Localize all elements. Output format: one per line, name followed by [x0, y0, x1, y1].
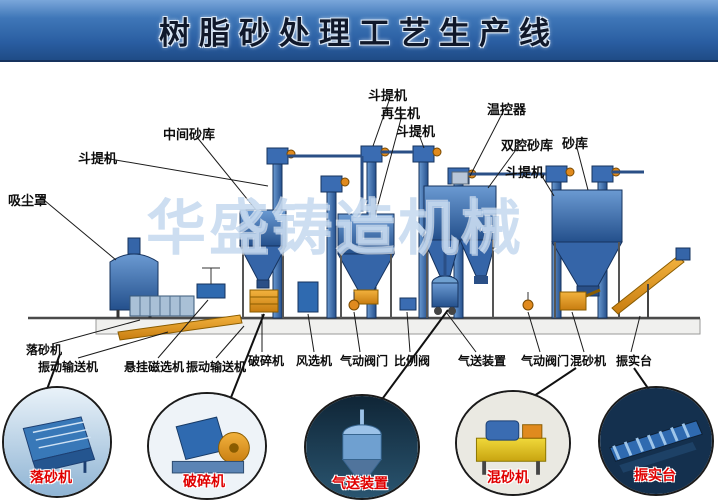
- label-compaction-table: 振实台: [616, 354, 653, 368]
- magnetic-separator: [196, 267, 226, 299]
- watermark-text: 华盛铸造机械: [146, 195, 524, 262]
- ground-platform: [28, 316, 701, 335]
- label-bucket-elevator-3: 斗提机: [396, 124, 436, 139]
- label-double-chamber-sand-storage: 双腔砂库: [501, 138, 554, 153]
- label-pneumatic-valve-1: 气动阀门: [340, 354, 389, 368]
- intermediate-sand-hopper: [239, 209, 287, 318]
- pneumatic-conveyor-vessel: [431, 248, 459, 315]
- pneumatic-valve-a: [348, 292, 360, 311]
- callout-compaction-table-label: 振实台: [634, 467, 676, 483]
- label-crusher: 破碎机: [248, 354, 285, 368]
- callout-compaction-table-art: [600, 388, 712, 494]
- sand-mixer-machine: [559, 288, 601, 311]
- shakeout-machine: [129, 295, 195, 317]
- callout-shakeout-art: [4, 388, 110, 496]
- label-shakeout-machine: 落砂机: [26, 343, 63, 357]
- callout-sand-mixer: 混砂机: [455, 390, 571, 496]
- label-bucket-elevator-2: 斗提机: [368, 88, 408, 103]
- label-air-separator: 风选机: [296, 354, 333, 368]
- bucket-elevator-2: [320, 175, 350, 319]
- callout-pneumatic-conveyor-label: 气送装置: [332, 475, 388, 491]
- regenerator-hopper: [337, 213, 395, 318]
- leader-lines-top: [43, 97, 589, 261]
- label-pneumatic-conveyor: 气送装置: [458, 354, 507, 368]
- label-pneumatic-valve-2: 气动阀门: [521, 354, 570, 368]
- callout-crusher-art: [149, 394, 265, 498]
- pneumatic-valve-b: [522, 292, 534, 311]
- label-magnetic-separator: 悬挂磁选机: [124, 360, 185, 374]
- label-proportional-valve: 比例阀: [394, 354, 431, 368]
- page-title: 树脂砂处理工艺生产线: [159, 15, 559, 51]
- compaction-table-conveyor: [611, 247, 691, 318]
- callout-sand-mixer-art: [457, 392, 569, 494]
- label-sand-storage: 砂库: [562, 136, 589, 151]
- callout-crusher: 破碎机: [147, 392, 267, 500]
- callout-shakeout: 落砂机: [2, 386, 112, 498]
- title-banner: 树脂砂处理工艺生产线: [0, 0, 718, 62]
- label-intermediate-sand-storage: 中间砂库: [163, 127, 216, 142]
- label-vibrating-conveyor-2: 振动输送机: [186, 360, 247, 374]
- callout-connectors: [45, 309, 653, 403]
- label-temperature-controller: 温控器: [487, 102, 527, 117]
- air-separator-machine: [297, 281, 319, 313]
- double-chamber-hopper: [423, 185, 497, 318]
- temperature-controller-box: [451, 171, 469, 185]
- callout-compaction-table: 振实台: [598, 386, 714, 496]
- label-dust-hood: 吸尘罩: [8, 193, 48, 208]
- label-bucket-elevator-4: 斗提机: [505, 165, 545, 180]
- label-vibrating-conveyor-1: 振动输送机: [38, 360, 99, 374]
- callout-pneumatic-conveyor-art: [306, 396, 418, 498]
- vibrating-conveyor-left: [117, 314, 243, 341]
- crusher-machine: [249, 289, 279, 313]
- label-bucket-elevator-1: 斗提机: [78, 151, 118, 166]
- label-sand-mixer: 混砂机: [570, 354, 607, 368]
- label-regenerator: 再生机: [381, 106, 421, 121]
- sand-storage-hopper: [551, 189, 623, 318]
- callout-crusher-label: 破碎机: [183, 473, 225, 489]
- proportional-valve-unit: [399, 297, 417, 311]
- callout-shakeout-label: 落砂机: [30, 469, 72, 485]
- callout-sand-mixer-label: 混砂机: [487, 469, 529, 485]
- callout-pneumatic-conveyor: 气送装置: [304, 394, 420, 500]
- top-pipes: [287, 150, 644, 212]
